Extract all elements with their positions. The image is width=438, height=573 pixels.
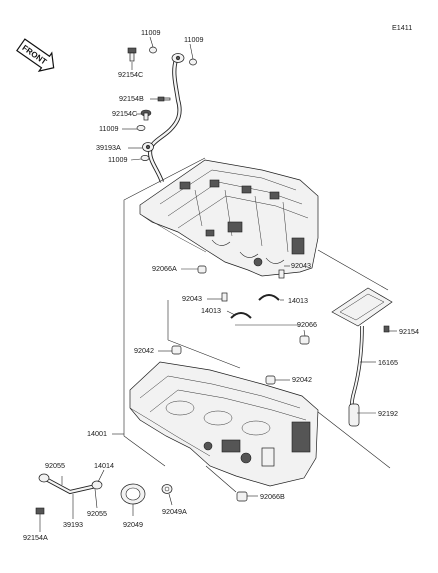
washer-11009-c [136,125,146,131]
dowel-92066a [197,265,207,274]
label-92154c-mid: 92154C [112,109,137,118]
upper-crankcase [139,159,319,277]
label-92043-b: 92043 [291,261,311,270]
label-14014: 14014 [94,461,114,470]
bearing-14013-b [258,294,280,301]
leader-lines [39,36,397,532]
label-92154b: 92154B [119,94,144,103]
label-92049a: 92049A [162,507,187,516]
plug-92066b [236,491,248,502]
front-direction-badge: FRONT [16,38,55,72]
washer-11009-b [189,58,197,66]
label-92043-a: 92043 [182,294,202,303]
label-92055-b: 92055 [87,509,107,518]
hose-92192 [348,403,360,427]
label-92055-a: 92055 [45,461,65,470]
label-11009-d: 11009 [108,155,127,164]
dowel-92042-b [265,375,276,385]
label-14013-a: 14013 [288,296,308,305]
breather-assembly [331,287,393,427]
label-92154c-top: 92154C [118,70,143,79]
bolt-92154c-top [127,47,137,54]
label-39193: 39193 [63,520,83,529]
label-11009-a: 11009 [141,28,160,37]
bearing-14013-a [230,312,252,319]
label-14001: 14001 [87,429,107,438]
oil-seal-92049a [161,484,173,494]
bolt-92154b [157,96,165,102]
label-11009-c: 11009 [99,124,118,133]
label-92066a: 92066A [152,264,177,273]
label-92066: 92066 [297,320,317,329]
oil-pipe-39193 [35,473,103,515]
label-92154: 92154 [399,327,419,336]
dowel-92042-a [171,345,182,355]
label-92192: 92192 [378,409,398,418]
plug-92043-a [221,292,228,302]
label-92042-b: 92042 [292,375,312,384]
lower-crankcase [129,361,319,487]
oil-seal-92049 [120,483,146,505]
label-39193a: 39193A [96,143,121,152]
plug-92043-b [278,269,285,279]
bolt-92154 [383,325,390,333]
bolt-92154a [35,507,45,515]
figure-code: E1411 [392,23,412,32]
washer-11009-d [140,155,150,161]
label-92042-a: 92042 [134,346,154,355]
label-14013-b: 14013 [201,306,221,315]
dowel-92066 [299,335,310,345]
oil-pipe-assembly [127,46,197,183]
washer-11009-a [149,46,157,54]
callout-labels: 11009 11009 92154C 92154B 92154C 11009 3… [23,28,419,542]
label-16165: 16165 [378,358,398,367]
label-92066b: 92066B [260,492,285,501]
label-92049: 92049 [123,520,143,529]
label-11009-b: 11009 [184,35,203,44]
label-92154a: 92154A [23,533,48,542]
